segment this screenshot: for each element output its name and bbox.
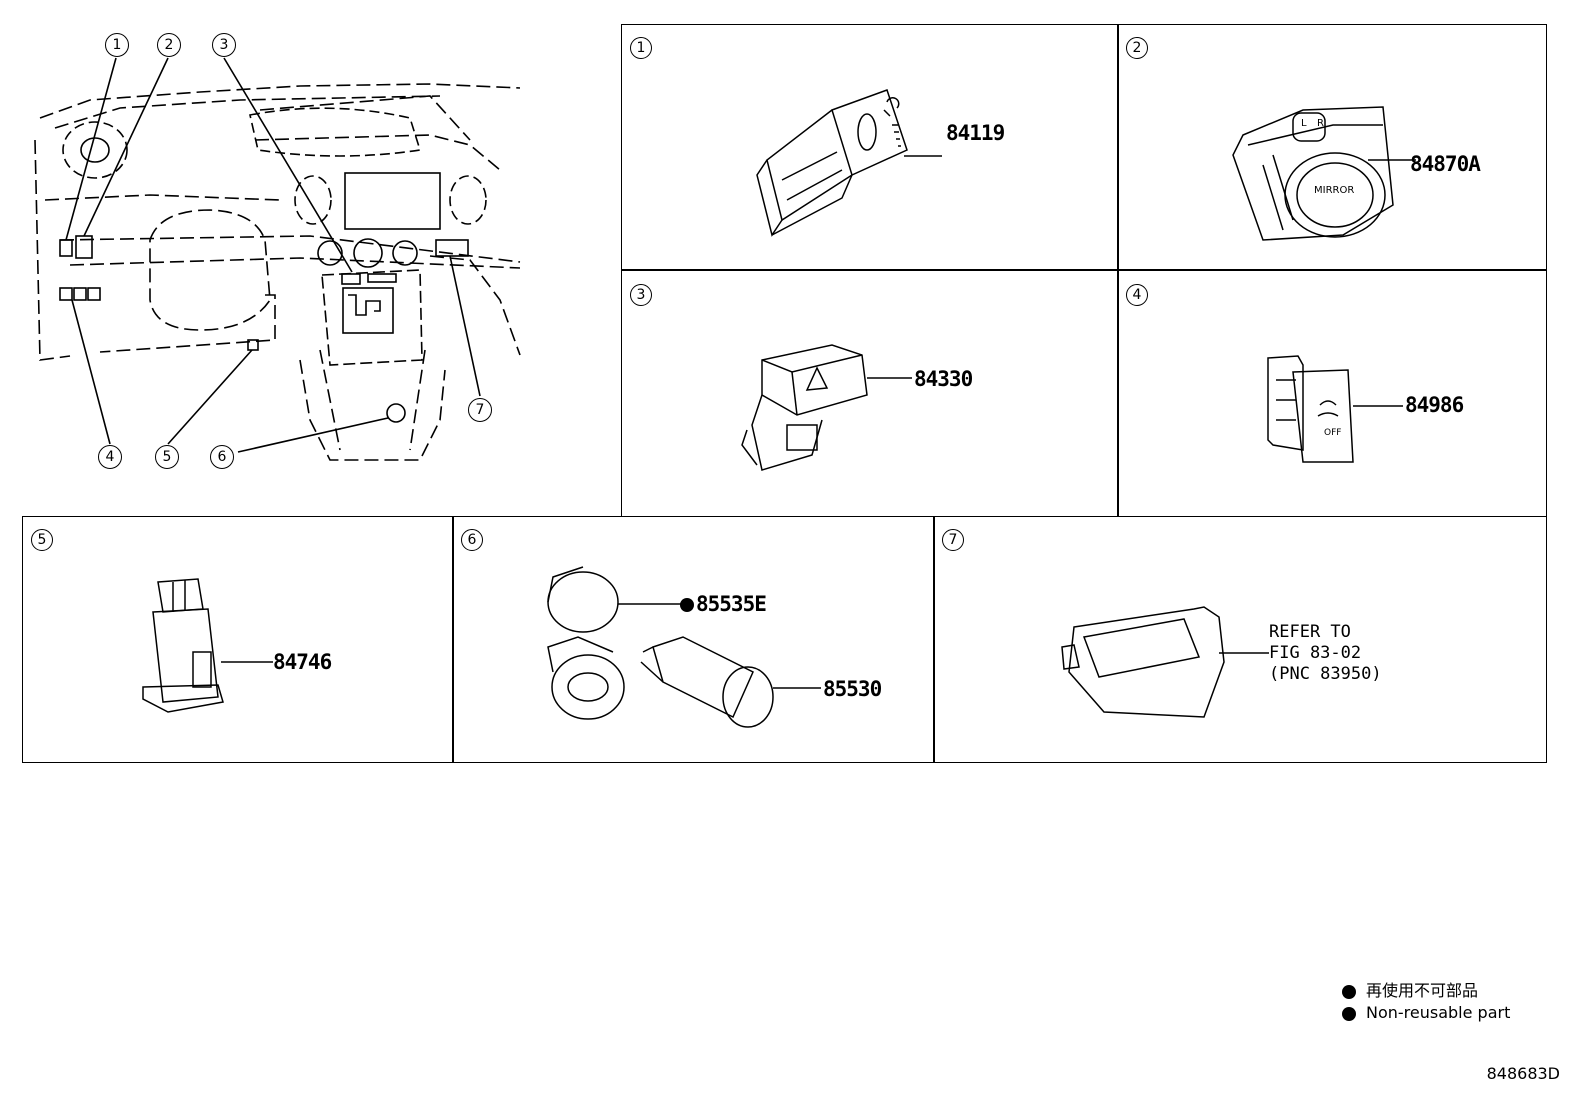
part-number: 84986 xyxy=(1405,393,1464,417)
callout-5: 5 xyxy=(155,445,179,469)
vsc-off-label: OFF xyxy=(1324,428,1342,438)
panel-1: 1 84119 xyxy=(621,24,1119,271)
panel-2: 2 L R MIRROR 84870A xyxy=(1117,24,1547,271)
panel-3: 3 84330 xyxy=(621,269,1119,517)
legend-english-text: Non-reusable part xyxy=(1366,1003,1511,1022)
figure-code: 848683D xyxy=(1486,1064,1560,1083)
airbag-indicator-drawing xyxy=(1061,606,1269,718)
part-number: 85530 xyxy=(823,677,882,701)
callout-7: 7 xyxy=(468,398,492,422)
mirror-l-label: L xyxy=(1301,118,1307,129)
dashboard-overview xyxy=(34,57,521,461)
callout-6: 6 xyxy=(210,445,234,469)
callout-1: 1 xyxy=(105,33,129,57)
part-number: 84330 xyxy=(914,367,973,391)
legend-japanese: 再使用不可部品 xyxy=(1342,977,1478,1001)
panel-number: 5 xyxy=(31,529,53,551)
panel-number: 7 xyxy=(942,529,964,551)
panel-number: 6 xyxy=(461,529,483,551)
non-reusable-dot-icon xyxy=(1342,1006,1356,1021)
panel-4: 4 OFF 84986 xyxy=(1117,269,1547,517)
part-number: 84870A xyxy=(1410,152,1481,176)
mirror-label: MIRROR xyxy=(1314,185,1355,196)
non-reusable-dot-icon xyxy=(680,598,694,612)
vsc-off-switch-drawing xyxy=(1267,355,1403,463)
hazard-switch-drawing xyxy=(741,344,912,471)
mirror-r-label: R xyxy=(1317,118,1324,129)
power-outlet-drawing xyxy=(547,566,821,728)
panel-6: 6 85535E 85530 xyxy=(452,516,935,763)
non-reusable-dot-icon xyxy=(1342,984,1356,999)
part-number: 84119 xyxy=(946,121,1005,145)
legend-english: Non-reusable part xyxy=(1342,1003,1510,1022)
mirror-switch-drawing xyxy=(1232,106,1394,241)
part-number-text: 85535E xyxy=(696,592,767,616)
panel-number: 4 xyxy=(1126,284,1148,306)
callout-4: 4 xyxy=(98,445,122,469)
panel-number: 2 xyxy=(1126,37,1148,59)
part-number: 85535E xyxy=(680,592,767,616)
panel-5: 5 84746 xyxy=(22,516,454,763)
panel-number: 1 xyxy=(630,37,652,59)
callout-3: 3 xyxy=(212,33,236,57)
legend-japanese-text: 再使用不可部品 xyxy=(1366,981,1479,1000)
refer-to-note: REFER TO FIG 83-02 (PNC 83950) xyxy=(1269,622,1382,684)
headlight-leveling-switch-drawing xyxy=(756,89,942,237)
connector-drawing xyxy=(142,578,273,713)
callout-2: 2 xyxy=(157,33,181,57)
part-number: 84746 xyxy=(273,650,332,674)
panel-7: 7 REFER TO FIG 83-02 (PNC 83950) xyxy=(933,516,1547,763)
leader-line xyxy=(1368,159,1416,161)
panel-number: 3 xyxy=(630,284,652,306)
